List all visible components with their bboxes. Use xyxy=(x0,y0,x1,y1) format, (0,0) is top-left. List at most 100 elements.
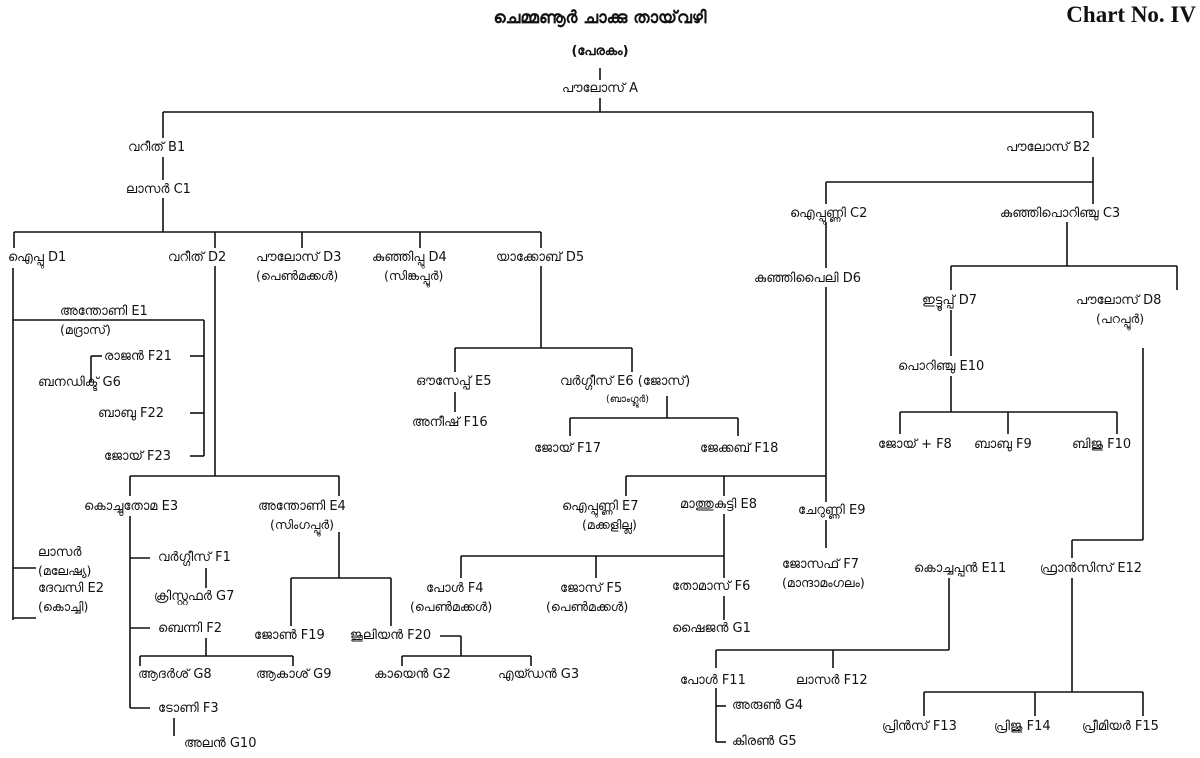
person-name: ജോസഫ് F7 xyxy=(782,557,860,572)
person-node-G6: ബനഡിക്ട് G6 xyxy=(38,374,121,392)
person-node-E7: ഐപ്പുണ്ണി E7(മക്കളില്ല) xyxy=(562,498,639,534)
person-node-D2: വറീത് D2 xyxy=(168,249,226,267)
person-name: പൗലോസ് B2 xyxy=(1006,140,1091,155)
person-node-E4: അന്തോണി E4 (സിംഗപ്പൂർ) xyxy=(258,498,346,534)
person-note: (സിംഗപ്പൂർ) xyxy=(270,517,335,532)
person-node-F15: പ്രീമിയർ F15 xyxy=(1082,718,1159,736)
person-name: ജോയ് + F8 xyxy=(878,437,952,452)
person-node-F14: പ്രിജു F14 xyxy=(994,718,1051,736)
person-name: പ്രിൻസ് F13 xyxy=(882,719,957,734)
person-name: പോൾ F11 xyxy=(680,673,746,688)
person-name: ഫ്രാൻസിസ് E12 xyxy=(1040,561,1143,576)
person-node-F18: ജേക്കബ് F18 xyxy=(700,440,778,458)
person-name: അനീഷ് F16 xyxy=(412,415,488,430)
person-name: വർഗ്ഗീസ് E6 (ജോസ്) xyxy=(560,374,691,389)
person-node-F1: വർഗ്ഗീസ് F1 xyxy=(158,549,231,567)
person-note: (മാന്ദാമംഗലം) xyxy=(782,575,865,590)
person-name: ആകാശ് G9 xyxy=(256,667,332,682)
person-node-F20: ജൂലിയൻ F20 xyxy=(350,627,431,645)
person-name: വറീത് B1 xyxy=(128,140,186,155)
person-node-G8: ആദർശ് G8 xyxy=(138,666,212,684)
person-node-F17: ജോയ് F17 xyxy=(534,440,601,458)
person-node-F7: ജോസഫ് F7 (മാന്ദാമംഗലം) xyxy=(782,556,865,592)
person-node-E12: ഫ്രാൻസിസ് E12 xyxy=(1040,560,1142,578)
person-node-D3: പൗലോസ് D3(പെൺമക്കൾ) xyxy=(256,249,341,285)
person-name: ടോണി F3 xyxy=(158,701,219,716)
person-name: ബാബു F22 xyxy=(98,406,165,421)
person-node-G10: അലൻ G10 xyxy=(184,735,256,753)
person-node-G3: എയ്ഡൻ G3 xyxy=(498,666,579,684)
person-note: (ബാംഗ്ലൂർ) xyxy=(606,394,649,405)
person-name: ജേക്കബ് F18 xyxy=(700,441,779,456)
person-name: കിരൺ G5 xyxy=(732,734,797,749)
chart-number: Chart No. IV xyxy=(1066,2,1196,27)
person-name: ജൂലിയൻ F20 xyxy=(350,628,432,643)
person-node-E8: മാത്തുകുട്ടി E8 xyxy=(680,496,757,514)
person-name: ബനഡിക്ട് G6 xyxy=(38,375,121,390)
person-name: കുഞ്ഞിപ്പു D4 xyxy=(372,250,447,265)
person-node-E5: ഔസേപ്പ് E5 xyxy=(416,373,492,391)
person-name: വറീത് D2 xyxy=(168,250,227,265)
person-node-F2: ബെന്നി F2 xyxy=(158,620,222,638)
person-node-F12: ലാസർ F12 xyxy=(796,672,868,690)
person-name: കുഞ്ഞിപൈലി D6 xyxy=(754,271,862,286)
person-name: കുഞ്ഞിപൊറിഞ്ചു C3 xyxy=(1000,206,1121,221)
person-name: തോമാസ് F6 xyxy=(672,579,751,594)
person-node-F16: അനീഷ് F16 xyxy=(412,414,488,432)
person-node-G7: ക്രിസ്റ്റഫർ G7 xyxy=(154,588,234,606)
person-node-E3: കൊച്ചുതോമ E3 xyxy=(84,498,178,516)
person-node-E6: വർഗ്ഗീസ് E6 (ജോസ്) (ബാംഗ്ലൂർ) xyxy=(560,373,690,409)
person-node-G9: ആകാശ് G9 xyxy=(256,666,332,684)
person-node-C3: കുഞ്ഞിപൊറിഞ്ചു C3 xyxy=(1000,205,1120,223)
person-note: (പെൺമക്കൾ) xyxy=(410,599,493,614)
chart-subtitle: (പേരകം) xyxy=(571,44,629,59)
person-node-F5: ജോസ് F5 (പെൺമക്കൾ) xyxy=(546,580,628,616)
person-node-D5: യാക്കോബ് D5 xyxy=(496,249,584,267)
person-name: ജോയ് F23 xyxy=(104,449,172,464)
person-node-D8: പൗലോസ് D8(പറപ്പൂർ) xyxy=(1076,292,1161,328)
person-name: യാക്കോബ് D5 xyxy=(496,250,585,265)
person-node-F10: ബിജു F10 xyxy=(1072,436,1131,454)
person-name: ജോസ് F5 xyxy=(560,581,623,596)
person-note: (പെൺമക്കൾ) xyxy=(546,599,629,614)
person-name: ആദർശ് G8 xyxy=(138,667,212,682)
person-name: ബിജു F10 xyxy=(1072,437,1132,452)
person-name: അരുൺ G4 xyxy=(732,698,804,713)
person-note: (പറപ്പൂർ) xyxy=(1096,311,1145,326)
person-name: പ്രിജു F14 xyxy=(994,719,1051,734)
person-node-F22: ബാബു F22 xyxy=(98,405,164,423)
person-note: (പെൺമക്കൾ) xyxy=(256,268,339,283)
person-node-E11: കൊച്ചപ്പൻ E11 xyxy=(914,560,1006,578)
person-name: ഐപ്പുണ്ണി E7 xyxy=(562,499,639,514)
person-name: അന്തോണി E4 xyxy=(258,499,346,514)
person-name: ഷൈജൻ G1 xyxy=(672,621,751,636)
person-node-B1: വറീത് B1 xyxy=(128,139,185,157)
person-name: വർഗ്ഗീസ് F1 xyxy=(158,550,231,565)
person-node-E1: അന്തോണി E1(മദ്രാസ്) xyxy=(60,303,148,339)
person-name: ജോൺ F19 xyxy=(254,628,325,643)
person-name: ജോയ് F17 xyxy=(534,441,602,456)
person-name: പോൾ F4 xyxy=(426,581,484,596)
person-node-A: പൗലോസ് A xyxy=(562,80,638,98)
person-name: ദേവസി E2 xyxy=(38,581,104,596)
person-node-F23: ജോയ് F23 xyxy=(104,448,171,466)
person-name: കായെൻ G2 xyxy=(374,667,451,682)
person-node-F11: പോൾ F11 xyxy=(680,672,746,690)
person-node-F3: ടോണി F3 xyxy=(158,700,219,718)
person-name: ക്രിസ്റ്റഫർ G7 xyxy=(154,589,235,604)
person-name: ഐപ്പു D1 xyxy=(8,250,67,265)
person-node-E2: ലാസർ (മലേഷ്യ) ദേവസി E2 (കൊച്ചി) xyxy=(38,544,104,616)
person-name: കൊച്ചുതോമ E3 xyxy=(84,499,179,514)
person-note: (കൊച്ചി) xyxy=(38,599,89,614)
person-name: ബെന്നി F2 xyxy=(158,621,223,636)
person-node-D6: കുഞ്ഞിപൈലി D6 xyxy=(754,270,861,288)
person-node-D4: കുഞ്ഞിപ്പു D4(സിങ്കപ്പൂർ) xyxy=(372,249,447,285)
person-node-F13: പ്രിൻസ് F13 xyxy=(882,718,957,736)
person-name: എയ്ഡൻ G3 xyxy=(498,667,580,682)
person-name: പൊറിഞ്ചു E10 xyxy=(898,359,985,374)
person-node-F19: ജോൺ F19 xyxy=(254,627,325,645)
person-node-F8: ജോയ് + F8 xyxy=(878,436,952,454)
person-node-C2: ഐപ്പുണ്ണി C2 xyxy=(790,205,867,223)
chart-title: ചെമ്മണൂർ ചാക്കു തായ്‌വഴി xyxy=(493,8,707,28)
